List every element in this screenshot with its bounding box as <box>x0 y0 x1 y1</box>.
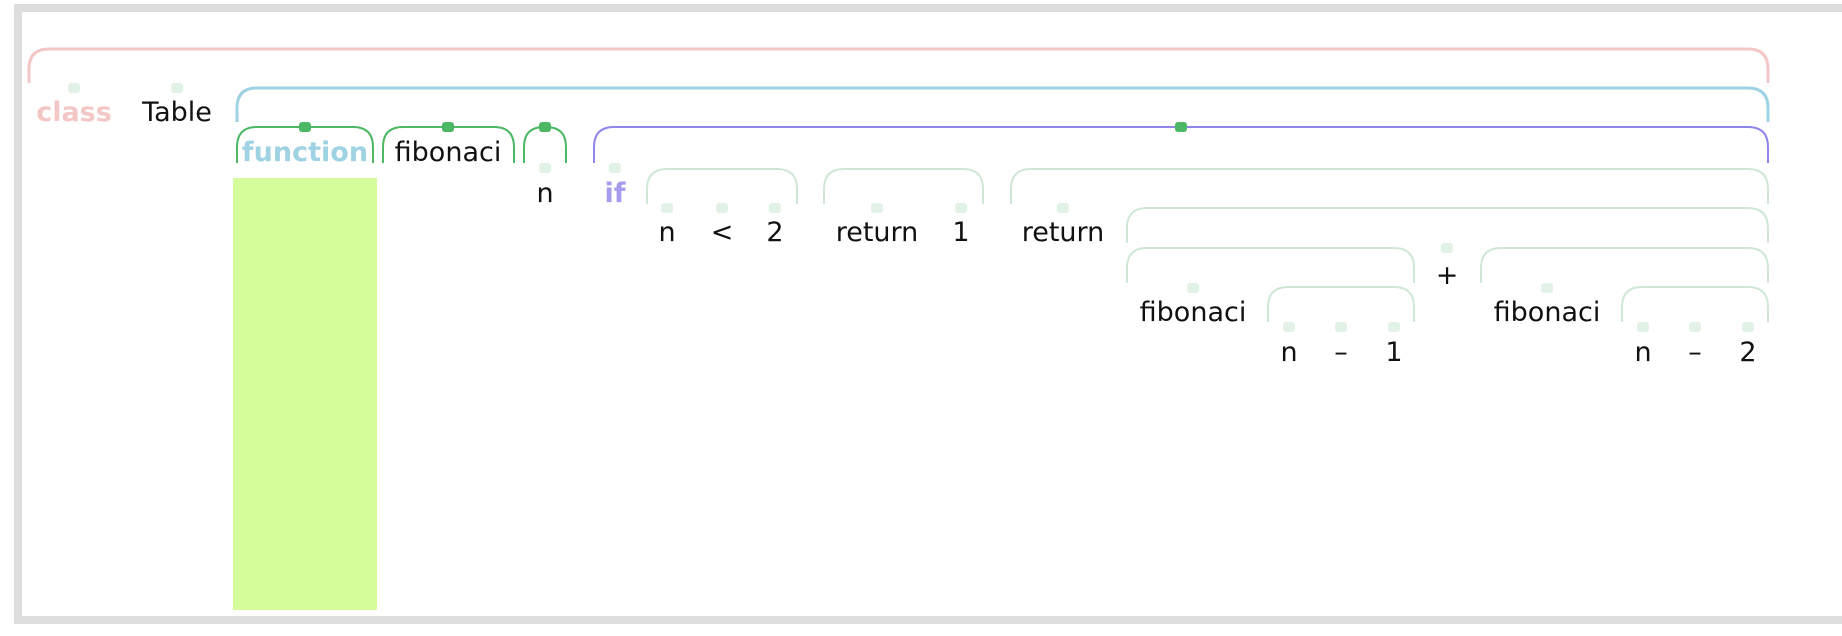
return-value-1[interactable]: 1 <box>952 217 970 248</box>
class-body-bracket <box>235 86 1770 122</box>
call-2-arg-2-handle[interactable] <box>1742 322 1754 332</box>
call-2-arg-n-handle[interactable] <box>1637 322 1649 332</box>
function-name[interactable]: fibonaci <box>394 137 502 168</box>
call-1-arg-1-handle[interactable] <box>1388 322 1400 332</box>
return-2-bracket <box>1010 168 1769 204</box>
call-2-bracket <box>1480 247 1769 283</box>
parameter-handle[interactable] <box>539 163 551 173</box>
function-name-handle[interactable] <box>442 122 454 132</box>
condition-operator[interactable]: < <box>710 217 734 248</box>
function-keyword[interactable]: function <box>241 137 369 168</box>
parameter-n[interactable]: n <box>536 178 554 209</box>
if-keyword-handle[interactable] <box>609 163 621 173</box>
if-bracket <box>593 126 1769 163</box>
call-1-args-bracket <box>1267 286 1415 322</box>
condition-left[interactable]: n <box>658 217 676 248</box>
call-2-arg-2[interactable]: 2 <box>1739 337 1757 368</box>
condition-op-handle[interactable] <box>716 203 728 213</box>
return-1-value-handle[interactable] <box>955 203 967 213</box>
call-2-args-bracket <box>1621 286 1769 322</box>
return-2-keyword-handle[interactable] <box>1057 203 1069 213</box>
call-2-minus[interactable]: – <box>1688 337 1702 368</box>
call-1-minus[interactable]: – <box>1334 337 1348 368</box>
plus-operator-handle[interactable] <box>1441 243 1453 253</box>
selection-highlight <box>233 178 377 610</box>
call-2-arg-n[interactable]: n <box>1634 337 1652 368</box>
call-1-arg-n-handle[interactable] <box>1283 322 1295 332</box>
class-bracket <box>27 47 1770 83</box>
condition-right[interactable]: 2 <box>766 217 784 248</box>
call-1-name-handle[interactable] <box>1187 283 1199 293</box>
condition-left-handle[interactable] <box>661 203 673 213</box>
call-1-bracket <box>1126 247 1415 283</box>
class-keyword[interactable]: class <box>36 97 112 128</box>
return-1-bracket <box>823 168 984 204</box>
if-statement-handle[interactable] <box>1175 122 1187 132</box>
call-1-minus-handle[interactable] <box>1335 322 1347 332</box>
function-params-handle[interactable] <box>539 122 551 132</box>
binary-expr-bracket <box>1126 207 1769 243</box>
plus-operator[interactable]: + <box>1435 260 1459 291</box>
call-1-name[interactable]: fibonaci <box>1139 297 1247 328</box>
class-keyword-handle[interactable] <box>68 83 80 93</box>
if-keyword[interactable]: if <box>604 178 626 209</box>
condition-bracket <box>646 168 798 204</box>
call-2-minus-handle[interactable] <box>1689 322 1701 332</box>
call-2-name[interactable]: fibonaci <box>1493 297 1601 328</box>
return-keyword-2[interactable]: return <box>1021 217 1105 248</box>
function-keyword-handle[interactable] <box>299 122 311 132</box>
condition-right-handle[interactable] <box>769 203 781 213</box>
return-1-keyword-handle[interactable] <box>871 203 883 213</box>
class-name[interactable]: Table <box>142 97 212 128</box>
call-2-name-handle[interactable] <box>1541 283 1553 293</box>
call-1-arg-1[interactable]: 1 <box>1385 337 1403 368</box>
function-params-bracket <box>523 126 567 163</box>
call-1-arg-n[interactable]: n <box>1280 337 1298 368</box>
class-name-handle[interactable] <box>171 83 183 93</box>
return-keyword-1[interactable]: return <box>835 217 919 248</box>
